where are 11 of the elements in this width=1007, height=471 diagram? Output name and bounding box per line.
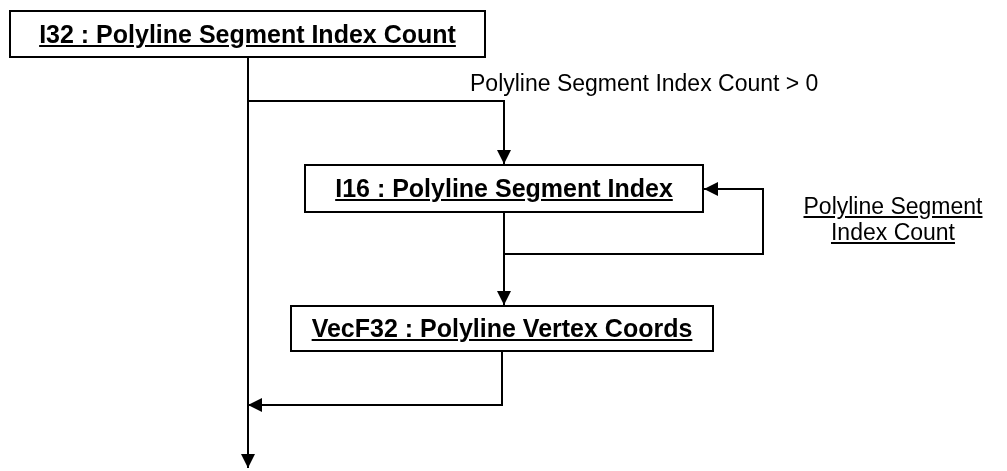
arrow xyxy=(247,100,511,165)
arrow xyxy=(241,57,255,469)
arrow xyxy=(247,351,503,412)
arrow xyxy=(503,182,764,255)
box-label: I32 : Polyline Segment Index Count xyxy=(39,19,456,49)
box-label: I16 : Polyline Segment Index xyxy=(335,174,673,203)
process-box xyxy=(290,305,714,352)
process-box xyxy=(304,164,704,213)
box-label: VecF32 : Polyline Vertex Coords xyxy=(311,314,693,343)
arrow xyxy=(497,212,511,306)
process-box xyxy=(9,10,486,58)
